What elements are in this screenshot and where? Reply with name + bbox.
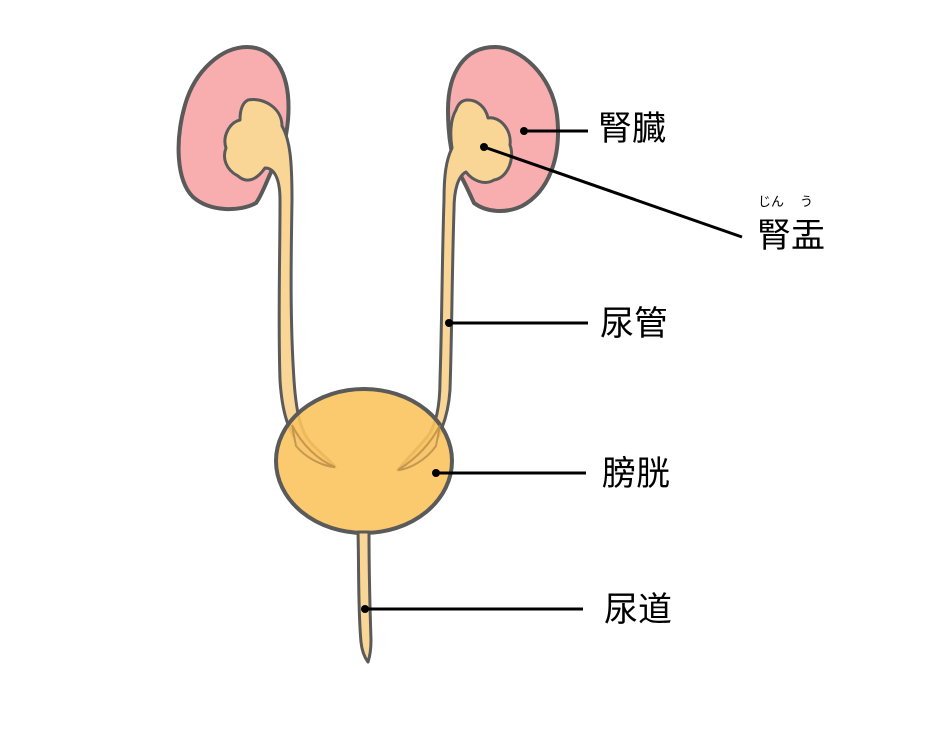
ureter-label: 尿管	[600, 307, 668, 341]
kidney-leader-dot	[520, 127, 528, 135]
urethra	[358, 532, 371, 662]
ureter-leader-dot	[445, 319, 453, 327]
renal-pelvis-leader-dot	[480, 143, 488, 151]
urethra-leader-dot	[361, 605, 369, 613]
bladder-label: 膀胱	[602, 457, 670, 491]
bladder-leader-dot	[432, 469, 440, 477]
urethra-label: 尿道	[604, 593, 672, 627]
renal-pelvis-label: 腎盂	[757, 219, 825, 253]
renal-pelvis-ruby-1: じん	[758, 196, 784, 209]
kidney-label: 腎臓	[598, 112, 666, 146]
renal-pelvis-ruby-2: う	[800, 196, 813, 209]
bladder	[276, 389, 452, 533]
